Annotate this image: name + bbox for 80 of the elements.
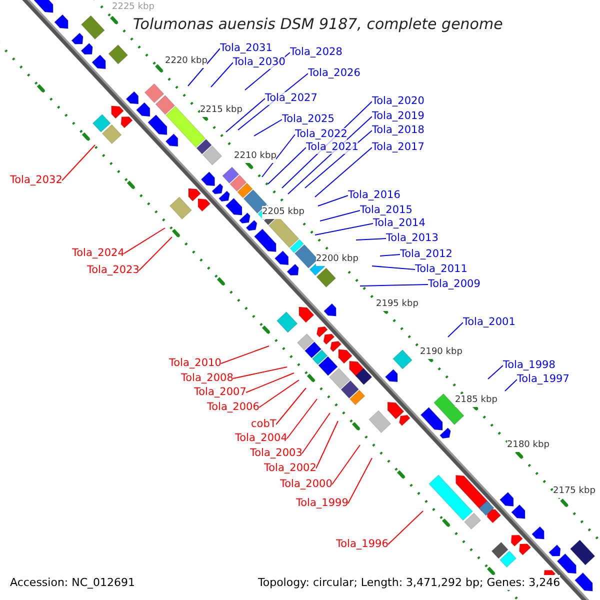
leader-line [360, 284, 428, 286]
leader-line [302, 412, 330, 454]
gene-label: Tola_2024 [72, 247, 124, 260]
gene-label: Tola_2017 [372, 141, 424, 154]
gene-label: Tola_2020 [372, 95, 424, 108]
gene-label: Tola_1999 [296, 497, 348, 510]
leader-line [276, 388, 306, 425]
tick-label: 2220 kbp [165, 55, 208, 68]
accession-text: Accession: NC_012691 [10, 575, 136, 590]
gene-label: Tola_1997 [517, 373, 570, 386]
gene-label: Tola_2003 [250, 447, 302, 460]
leader-line [448, 322, 464, 338]
gene-label: Tola_2022 [295, 128, 348, 141]
leader-line [356, 238, 386, 240]
gene-label: Tola_2008 [181, 372, 234, 385]
gene-label: Tola_2000 [280, 478, 332, 491]
leader-line [372, 266, 416, 270]
leader-line [220, 346, 270, 364]
title: Tolumonas auensis DSM 9187, complete genome [133, 15, 503, 33]
leader-line [138, 236, 172, 271]
gene-label: Tola_2013 [386, 232, 438, 245]
leader-line [62, 144, 96, 181]
tick-label: 2175 kbp [553, 485, 596, 498]
tick-label: 2215 kbp [200, 104, 242, 117]
gene-label: Tola_2026 [308, 67, 360, 80]
leader-line [318, 195, 348, 206]
leader-line [332, 444, 360, 485]
gene-label: Tola_2004 [235, 432, 288, 445]
leader-line [254, 119, 282, 136]
genome-info-text: Topology: circular; Length: 3,471,292 bp; Genes: 3,246 [258, 575, 560, 590]
tick-label: 2180 kbp [507, 439, 550, 452]
leader-line [232, 366, 288, 379]
tick-label: 2200 kbp [316, 253, 358, 266]
leader-line [388, 510, 424, 545]
gene-label: Tola_1996 [336, 538, 388, 551]
gene-label: Tola_2010 [169, 357, 222, 370]
gene-label: Tola_2011 [415, 263, 468, 276]
gene-label: Tola_2015 [360, 204, 412, 217]
leader-line [348, 458, 372, 504]
gene-label: Tola_1998 [503, 359, 556, 372]
gene-label: Tola_2007 [194, 386, 246, 399]
tick-label: 2195 kbp [376, 298, 418, 311]
gene-label: Tola_2025 [282, 113, 334, 126]
leader-line [314, 223, 374, 236]
tick-label: 2205 kbp [262, 206, 304, 219]
tick-label: 2185 kbp [455, 394, 498, 407]
leader-line [314, 147, 372, 198]
leader-line [504, 379, 518, 392]
leader-line [188, 48, 220, 86]
leader-line [286, 398, 318, 439]
leader-line [262, 134, 296, 178]
gene-label: Tola_2028 [290, 46, 342, 59]
gene-label: Tola_2021 [306, 141, 358, 154]
gene-label: Tola_2014 [373, 217, 426, 230]
gene-label: Tola_2019 [372, 110, 424, 123]
leader-line [226, 98, 266, 132]
gene-label: Tola_2018 [372, 124, 424, 137]
leader-line [210, 62, 234, 88]
leader-line [258, 380, 300, 408]
gene-label: Tola_2027 [265, 92, 318, 105]
gene-label: Tola_2009 [428, 278, 480, 291]
gene-label: Tola_2001 [463, 316, 516, 329]
gene-label: Tola_2023 [87, 264, 140, 277]
gene-label: Tola_2032 [10, 174, 62, 187]
leader-line [320, 210, 360, 222]
gene-label: Tola_2002 [264, 462, 316, 475]
gene-label: Tola_2030 [233, 56, 286, 69]
leader-line [124, 228, 166, 254]
tick-label: 2225 kbp [112, 1, 154, 14]
tick-label: 2210 kbp [234, 150, 276, 163]
leader-line [268, 147, 306, 184]
gene-label: Tola_2016 [348, 189, 400, 202]
tick-label: 2190 kbp [420, 346, 462, 359]
gene-label: Tola_2031 [220, 42, 272, 55]
gene-label: Tola_2006 [207, 401, 260, 414]
leader-line [488, 365, 504, 380]
leader-line [316, 420, 338, 469]
leader-line [246, 372, 294, 393]
leader-line [380, 254, 400, 256]
gene-label: Tola_2012 [400, 248, 452, 261]
